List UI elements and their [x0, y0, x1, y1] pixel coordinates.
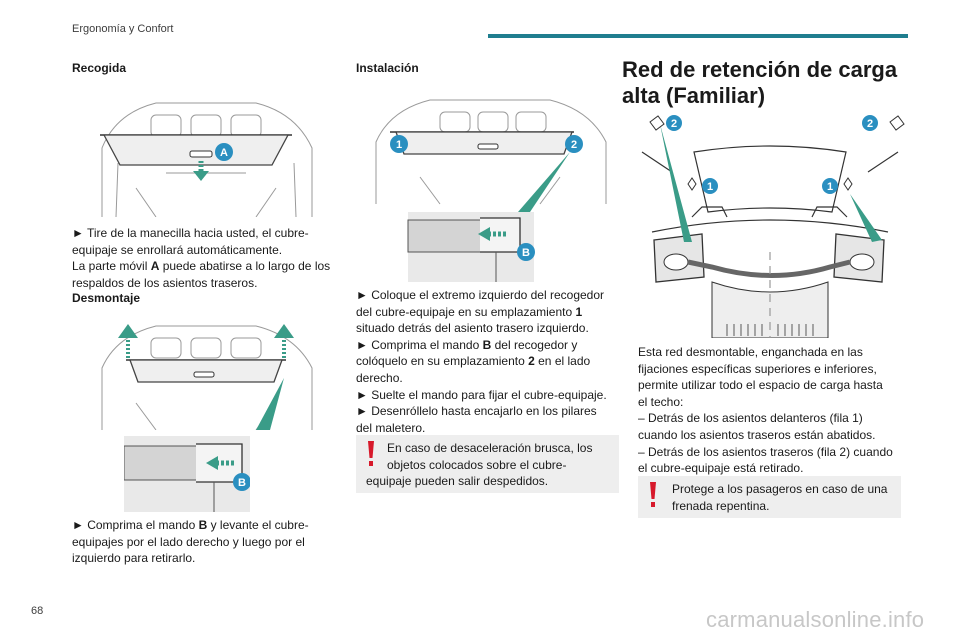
section-title-red-retencion: Red de retención de carga alta (Familiar…	[622, 57, 897, 109]
warning-icon	[368, 441, 374, 466]
callout-1: 1	[396, 139, 402, 151]
figure-recogida: A	[100, 102, 313, 217]
text-line: situado detrás del asiento trasero izqui…	[356, 321, 589, 336]
text-line: Protege a los pasageros en caso de una	[672, 482, 888, 496]
callout-1-right: 1	[827, 181, 833, 193]
text-line: ► Coloque el extremo izquierdo del recog…	[356, 288, 605, 302]
text-line: ► Tire de la manecilla hacia usted, el c…	[72, 226, 309, 240]
text-line: En caso de desaceleración brusca, los	[387, 441, 593, 455]
text-line: ► Comprima el mando B y levante el cubre…	[72, 518, 309, 532]
page-number: 68	[31, 605, 44, 617]
callout-A: A	[220, 147, 228, 159]
callout-B: B	[238, 477, 246, 489]
text-line: equipajes por el lado derecho y luego po…	[72, 534, 305, 549]
callout-B: B	[522, 247, 530, 259]
text-line: – Detrás de los asientos traseros (fila …	[638, 444, 893, 459]
recogida-heading: Recogida	[72, 61, 127, 75]
figure-desmontaje-car	[101, 324, 313, 430]
callout-2: 2	[571, 139, 577, 151]
warning-note-cubre-equipaje: En caso de desaceleración brusca, los ob…	[356, 435, 619, 493]
text-line: el cubre-equipaje está retirado.	[638, 461, 804, 476]
watermark: carmanualsonline.info	[706, 607, 925, 632]
text-line: permite utilizar todo el espacio de carg…	[638, 378, 883, 393]
text-line: cuando los asientos traseros están abati…	[638, 427, 876, 442]
figure-instalacion: 1 2 B	[375, 99, 607, 282]
warning-note-red: Protege a los pasageros en caso de una f…	[638, 476, 901, 518]
text-line: del cubre-equipaje en su emplazamiento 1	[356, 304, 583, 319]
instalacion-text: ► Coloque el extremo izquierdo del recog…	[356, 287, 621, 436]
text-line: del maletero.	[356, 420, 426, 435]
text-line: colóquelo en su emplazamiento 2 en el la…	[356, 354, 591, 369]
title-line: alta (Familiar)	[622, 83, 766, 108]
text-line: fijaciones específicas superiores e infe…	[638, 361, 877, 376]
warning-text: Protege a los pasageros en caso de una f…	[672, 481, 897, 514]
text-line: ► Suelte el mando para fijar el cubre-eq…	[356, 387, 607, 402]
figure-red-retencion: 2 2 1 1	[641, 115, 905, 338]
text-line: derecho.	[356, 370, 403, 385]
title-line: Red de retención de carga	[622, 57, 898, 82]
desmontaje-text: ► Comprima el mando B y levante el cubre…	[72, 517, 347, 567]
text-line: frenada repentina.	[672, 498, 770, 513]
text-line: ► Comprima el mando B del recogedor y	[356, 337, 578, 352]
warning-icon	[650, 482, 656, 507]
figure-desmontaje-detail: B	[124, 436, 250, 512]
instalacion-heading: Instalación	[356, 61, 419, 75]
callout-2-left: 2	[671, 118, 677, 130]
text-line: Esta red desmontable, enganchada en las	[638, 345, 863, 359]
callout-2-right: 2	[867, 118, 873, 130]
text-line: La parte móvil A puede abatirse a lo lar…	[72, 259, 331, 274]
red-retencion-text: Esta red desmontable, enganchada en las …	[638, 344, 910, 477]
text-line: objetos colocados sobre el cubre-	[387, 457, 567, 472]
text-line: izquierdo para retirarlo.	[72, 551, 196, 566]
desmontaje-heading: Desmontaje	[72, 291, 141, 305]
recogida-text: ► Tire de la manecilla hacia usted, el c…	[72, 225, 347, 291]
text-line: equipaje pueden salir despedidos.	[366, 474, 549, 488]
callout-1-left: 1	[707, 181, 713, 193]
text-line: respaldos de los asientos traseros.	[72, 275, 258, 290]
text-line: el techo:	[638, 394, 684, 409]
text-line: ► Desenróllelo hasta encajarlo en los pi…	[356, 404, 597, 419]
text-line: – Detrás de los asientos delanteros (fil…	[638, 411, 863, 426]
header-accent-bar	[488, 34, 908, 38]
header-section-title: Ergonomía y Confort	[72, 23, 174, 35]
warning-text: En caso de desaceleración brusca, los ob…	[387, 440, 612, 473]
text-line: equipaje se enrollará automáticamente.	[72, 242, 283, 257]
